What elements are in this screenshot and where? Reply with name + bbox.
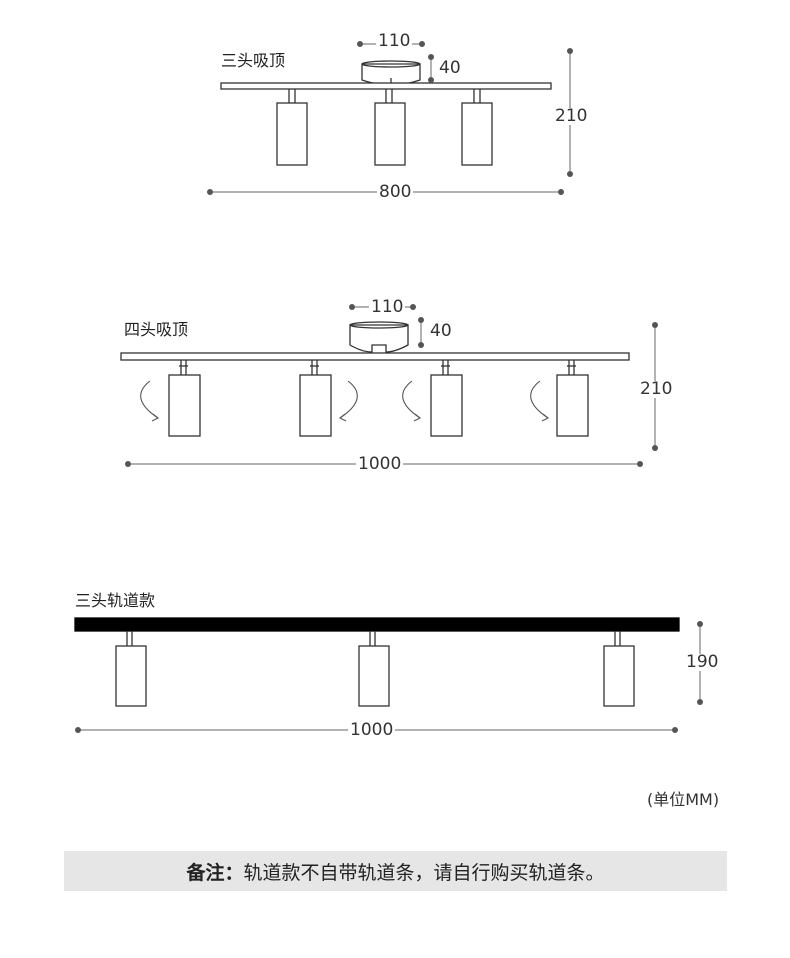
spotlight [276, 102, 308, 166]
dim-total-height: 210 [553, 106, 590, 126]
dim-dots [125, 304, 658, 467]
spotlight [358, 645, 390, 707]
dim-total-height: 210 [638, 379, 675, 399]
spotlight [168, 374, 201, 437]
dim-base-height: 40 [428, 321, 454, 341]
dim-dots [75, 621, 703, 733]
spotlight [430, 374, 463, 437]
note-bar: 备注： 轨道款不自带轨道条，请自行购买轨道条。 [64, 851, 727, 891]
section-title-three-head-ceiling: 三头吸顶 [221, 51, 286, 70]
spotlight [115, 645, 147, 707]
dim-total-height: 190 [684, 652, 721, 672]
dim-base-width: 110 [376, 31, 413, 51]
rotation-arrow-icon [338, 380, 358, 422]
four-head-ceiling-drawing [120, 321, 630, 437]
ceiling-base-top [349, 321, 409, 329]
rotation-arrow-icon [140, 380, 160, 422]
dim-total-length: 800 [377, 182, 414, 202]
dim-dots [207, 41, 573, 195]
note-text: 轨道款不自带轨道条，请自行购买轨道条。 [243, 861, 605, 884]
mount-bar [120, 352, 630, 361]
section-title-four-head-ceiling: 四头吸顶 [124, 320, 189, 339]
unit-label: (单位MM) [647, 790, 720, 809]
dim-base-width: 110 [369, 297, 406, 317]
stems [288, 89, 481, 103]
three-head-track-drawing [74, 617, 680, 707]
spotlight [299, 374, 332, 437]
stems [126, 631, 621, 646]
dim-base-height: 40 [437, 58, 463, 78]
spotlight [374, 102, 406, 166]
section-title-three-head-track: 三头轨道款 [75, 591, 156, 610]
rotation-arrow-icon [402, 380, 422, 422]
note-label: 备注： [186, 861, 244, 884]
ceiling-base [349, 324, 409, 353]
spotlight [603, 645, 635, 707]
spotlight [556, 374, 589, 437]
rotation-arrow-icon [530, 380, 550, 422]
track-rail [74, 617, 680, 632]
ceiling-base-top [361, 60, 421, 68]
mount-bar [220, 82, 552, 90]
stems [179, 360, 576, 375]
dim-total-length: 1000 [348, 720, 396, 740]
three-head-ceiling-drawing [220, 60, 552, 166]
spotlight [461, 102, 493, 166]
dim-total-length: 1000 [356, 454, 404, 474]
